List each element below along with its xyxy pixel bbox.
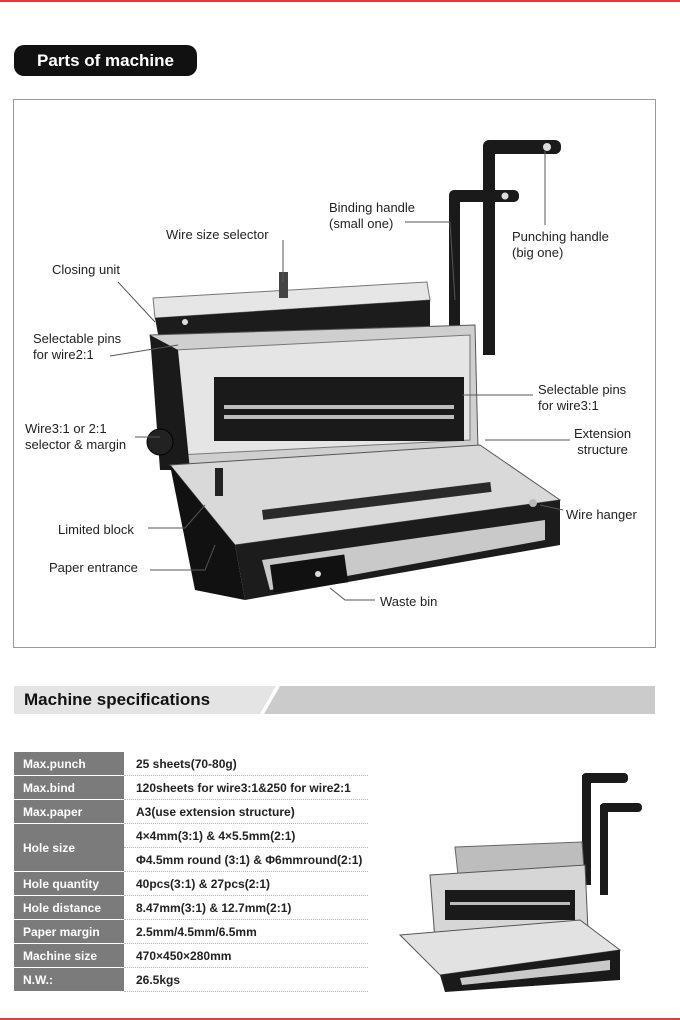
spec-key: Max.paper [14, 799, 124, 824]
spec-key: Max.punch [14, 752, 124, 776]
spec-key: N.W.: [14, 967, 124, 992]
label-extension-structure: Extension structure [574, 426, 632, 457]
spec-value: 26.5kgs [124, 967, 368, 992]
machine-photo-small [398, 773, 642, 992]
parts-section-title: Parts of machine [14, 45, 197, 76]
spec-key: Max.bind [14, 775, 124, 800]
bottom-red-line [0, 1018, 680, 1020]
spec-value: 470×450×280mm [124, 943, 368, 968]
spec-key: Hole distance [14, 895, 124, 920]
spec-key: Hole quantity [14, 871, 124, 896]
spec-value: Φ4.5mm round (3:1) & Φ6mmround(2:1) [124, 847, 368, 872]
spec-row-hole-distance: Hole distance 8.47mm(3:1) & 12.7mm(2:1) [14, 895, 368, 920]
spec-row-hole-size-2: Φ4.5mm round (3:1) & Φ6mmround(2:1) [14, 847, 368, 872]
spec-value: 120sheets for wire3:1&250 for wire2:1 [124, 775, 368, 800]
spec-row-hole-size: Hole size 4×4mm(3:1) & 4×5.5mm(2:1) [14, 823, 368, 872]
label-limited-block: Limited block [58, 522, 134, 537]
label-wire-size-selector: Wire size selector [166, 227, 269, 242]
label-punching-handle: Punching handle (big one) [512, 229, 609, 260]
label-paper-entrance: Paper entrance [49, 560, 138, 575]
label-waste-bin: Waste bin [380, 594, 438, 609]
leader-lines [109, 150, 570, 601]
label-pins-21: Selectable pins for wire2:1 [33, 331, 122, 362]
spec-row-machine-size: Machine size 470×450×280mm [14, 943, 368, 968]
specs-table: Max.punch 25 sheets(70-80g) Max.bind 120… [14, 752, 368, 992]
machine-illustration [109, 140, 570, 601]
label-binding-handle: Binding handle (small one) [329, 200, 416, 231]
label-pins-31: Selectable pins for wire3:1 [538, 382, 627, 413]
label-closing-unit: Closing unit [52, 262, 120, 277]
binding-handle [449, 190, 519, 335]
spec-value: 4×4mm(3:1) & 4×5.5mm(2:1) [124, 823, 368, 848]
spec-row-max-paper: Max.paper A3(use extension structure) [14, 799, 368, 824]
spec-value: A3(use extension structure) [124, 799, 368, 824]
spec-key: Paper margin [14, 919, 124, 944]
spec-value: 25 sheets(70-80g) [124, 752, 368, 776]
spec-value: 8.47mm(3:1) & 12.7mm(2:1) [124, 895, 368, 920]
spec-row-hole-quantity: Hole quantity 40pcs(3:1) & 27pcs(2:1) [14, 871, 368, 896]
parts-diagram-frame [13, 99, 656, 648]
spec-value: 40pcs(3:1) & 27pcs(2:1) [124, 871, 368, 896]
label-wire-hanger: Wire hanger [566, 507, 637, 522]
top-red-line [0, 0, 680, 2]
spec-key: Hole size [14, 823, 124, 872]
spec-row-max-punch: Max.punch 25 sheets(70-80g) [14, 752, 368, 776]
spec-row-max-bind: Max.bind 120sheets for wire3:1&250 for w… [14, 775, 368, 800]
label-wire-selector-margin: Wire3:1 or 2:1 selector & margin [25, 421, 127, 452]
specs-section-title: Machine specifications [24, 690, 211, 709]
spec-key: Machine size [14, 943, 124, 968]
specs-section-header: Machine specifications [14, 686, 655, 714]
machine-body [146, 324, 562, 600]
spec-row-nw: N.W.: 26.5kgs [14, 967, 368, 992]
spec-value: 2.5mm/4.5mm/6.5mm [124, 919, 368, 944]
spec-row-paper-margin: Paper margin 2.5mm/4.5mm/6.5mm [14, 919, 368, 944]
